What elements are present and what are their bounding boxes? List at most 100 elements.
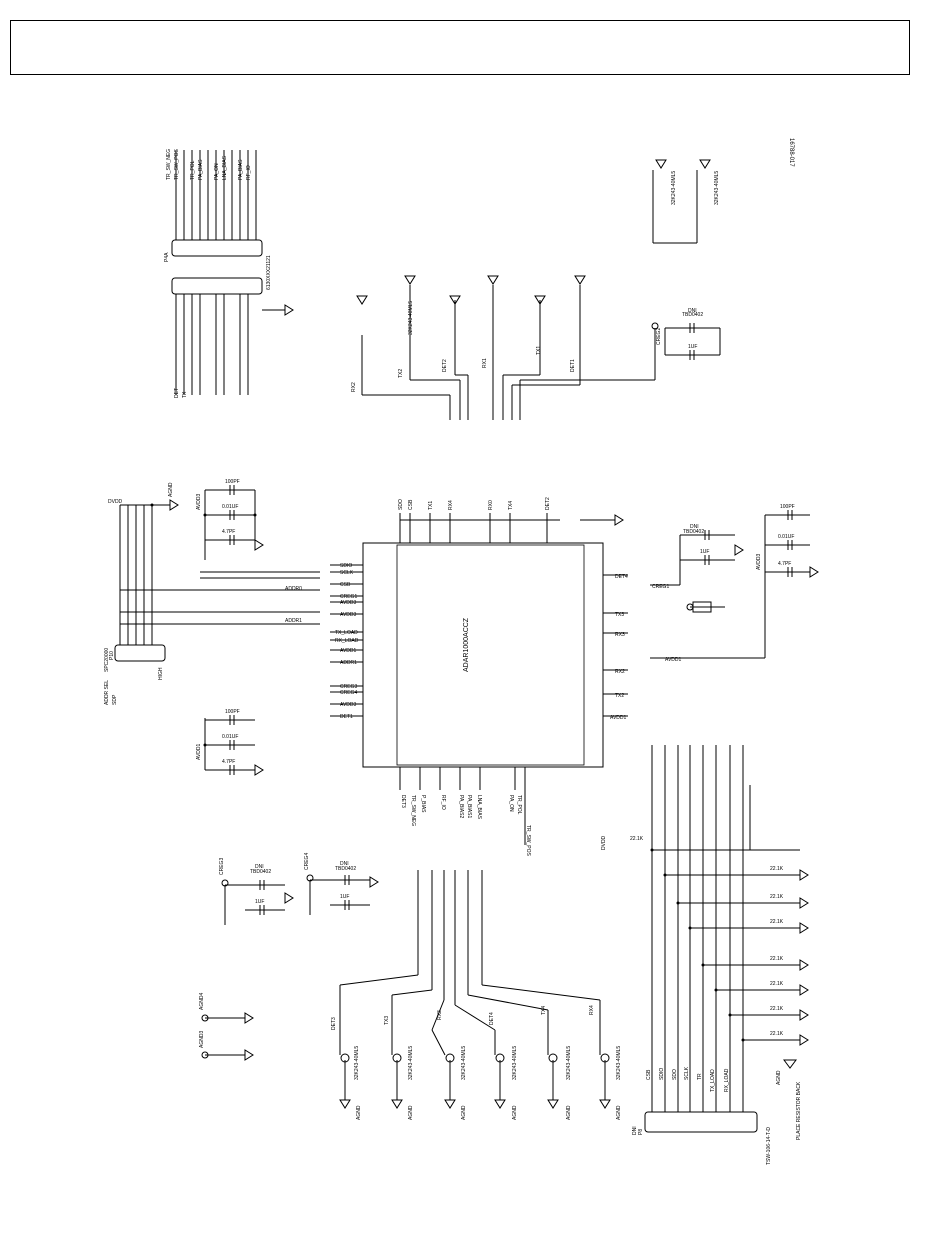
sdp-label: ADDR SEL <box>104 680 110 705</box>
rf-port-label: RX1 <box>482 358 488 368</box>
rf-part-label: 32K243-40ML5 <box>671 171 677 205</box>
cap-value: 4.7PF <box>222 759 235 765</box>
bottom-right-bus <box>644 745 800 1133</box>
cap-value: 1UF <box>700 549 709 555</box>
ground-symbols <box>169 159 819 1109</box>
power-label: AVDD1 <box>665 657 682 663</box>
net-label: CREG1 <box>340 594 357 600</box>
top-left-caps <box>205 485 256 775</box>
rf-port-label: DET1 <box>570 359 576 372</box>
ground-label: AGND <box>461 1105 467 1120</box>
net-label: ADDR0 <box>285 586 302 592</box>
net-label: ADDR1 <box>285 618 302 624</box>
resistor-value: 22.1K <box>770 956 784 962</box>
rf-part-label: 32K243-40ML5 <box>566 1046 572 1080</box>
connector-ref: P4A <box>164 252 170 262</box>
net-label: PA_BIAS2 <box>458 795 464 818</box>
cap-value: DNI <box>255 864 264 870</box>
top-right-block <box>652 170 698 244</box>
connector-part: SPC20000 <box>104 648 110 672</box>
header-label: TR_SW_POS <box>174 148 180 180</box>
power-label: AVDD3 <box>756 553 762 570</box>
ground-label: AGND <box>566 1105 572 1120</box>
cap-value: 100PF <box>225 479 240 485</box>
cap-value: TBD0402 <box>683 529 704 535</box>
right-wires <box>580 519 628 717</box>
power-label: AVDD1 <box>196 743 202 760</box>
rf-port-label: DET4 <box>489 1012 495 1025</box>
net-label: DET1 <box>340 714 353 720</box>
net-label: ADDR1 <box>340 660 357 666</box>
creg-label: CREG2 <box>656 328 662 345</box>
ic-part-name: ADAR1000ACCZ <box>463 617 470 672</box>
cap-value: 1UF <box>340 894 349 900</box>
header-note: PLACE RESISTOR BACK <box>796 1081 802 1140</box>
power-label: AVDD3 <box>196 493 202 510</box>
header-label: PA_BIAS <box>198 159 204 180</box>
net-label: AVDD1 <box>340 648 357 654</box>
header-label: TR_SW_NEG <box>166 149 172 180</box>
cap-value: 0.01UF <box>222 504 238 510</box>
gnd-point-label: AGND3 <box>199 1031 205 1048</box>
rf-port-label: RX3 <box>437 1010 443 1020</box>
connector-part: TSW-106-14-T-D <box>766 1127 772 1165</box>
net-label: SDIO <box>340 563 352 569</box>
cap-value: TBD0402 <box>250 869 271 875</box>
ground-label: AGND <box>356 1105 362 1120</box>
net-label: RX2 <box>615 669 625 675</box>
net-label: CSB <box>340 582 351 588</box>
top-pin-stubs <box>399 513 560 543</box>
net-label: P_BIAS <box>420 795 426 813</box>
header-label: PA_BIAS <box>238 159 244 180</box>
resistor-value: 22.1K <box>770 894 784 900</box>
cap-value: DNI <box>690 524 699 530</box>
net-label: RF_IO <box>440 795 446 810</box>
header-label: CSB <box>646 1069 652 1080</box>
cap-value: 0.01UF <box>778 534 794 540</box>
cap-value: DNI <box>340 861 349 867</box>
resistor-value: 22.1K <box>770 866 784 872</box>
header-label: AGND <box>776 1070 782 1085</box>
creg2-caps <box>664 323 721 360</box>
net-label: DET3 <box>400 795 406 808</box>
junction-dots <box>150 503 745 1042</box>
rf-port-label: RX2 <box>351 382 357 392</box>
connector-ref: P10 <box>109 651 115 660</box>
net-label: AVDD1 <box>610 715 627 721</box>
pin-label: CSB <box>408 499 414 510</box>
rf-part-label: 32K243-40ML5 <box>408 1046 414 1080</box>
header-label: PA_ON <box>214 163 220 180</box>
net-label: LNA_BIAS <box>476 795 482 820</box>
ground-label: AGND <box>616 1105 622 1120</box>
rf-part-label: 32K243-40ML5 <box>512 1046 518 1080</box>
cap-value: 100PF <box>225 709 240 715</box>
net-label: TX2 <box>615 693 624 699</box>
header-label: TR_POL <box>190 160 196 180</box>
test-points <box>201 322 694 1059</box>
net-label: RX3 <box>615 632 625 638</box>
header-label: SDO <box>672 1069 678 1080</box>
net-label: TR_POL <box>516 795 522 815</box>
ground-label: AGND <box>512 1105 518 1120</box>
top-rf-wires <box>361 285 656 420</box>
rf-part-label: 32K243-40ML5 <box>714 171 720 205</box>
cap-value: TBD0402 <box>682 312 703 318</box>
header-label: TR <box>697 1073 703 1080</box>
ground-label: AGND <box>408 1105 414 1120</box>
pin-label: TX4 <box>508 501 514 510</box>
header-label: RX_LOAD <box>724 1068 730 1092</box>
power-label: DVDD <box>601 835 607 850</box>
connector-ref: P8 <box>638 1129 644 1135</box>
header-label: SCLK <box>684 1066 690 1080</box>
figure-code: 16788-017 <box>788 138 794 167</box>
rf-part-label: 32K243-40ML5 <box>354 1046 360 1080</box>
sdp-connector <box>114 644 166 662</box>
net-label: TX_LOAD <box>335 630 358 636</box>
bottom-pin-stubs <box>399 767 526 845</box>
net-label: TX3 <box>615 612 624 618</box>
pin-label: RX0 <box>488 500 494 510</box>
header-label: DET <box>174 388 180 398</box>
header-label: LNA_BIAS <box>222 155 228 180</box>
bottom-rf-symbols <box>340 1053 610 1100</box>
resistor-value: 22.1K <box>630 836 644 842</box>
